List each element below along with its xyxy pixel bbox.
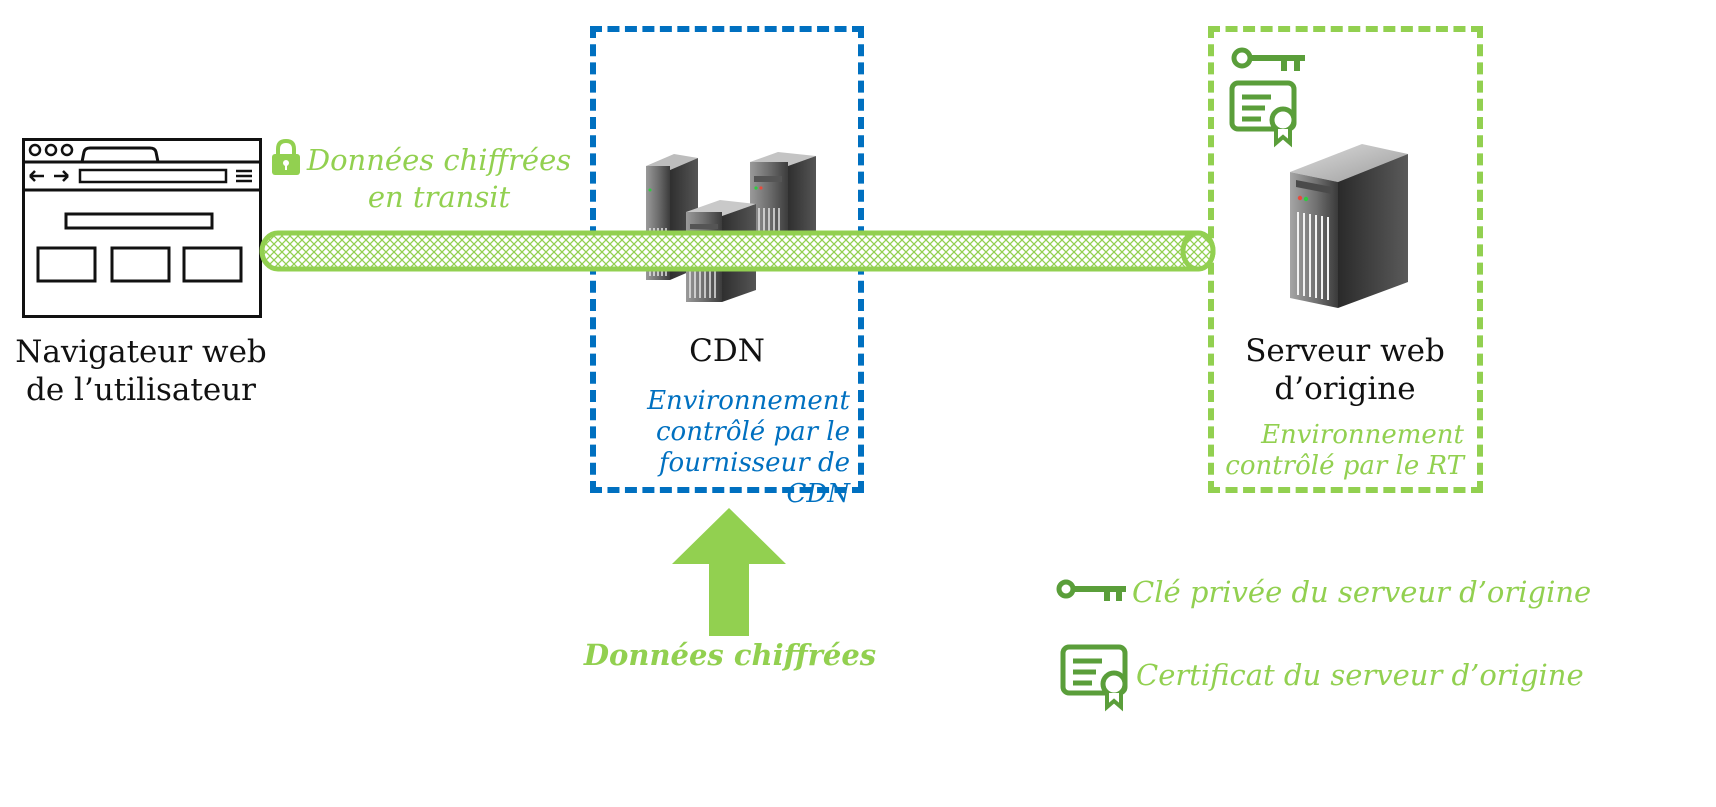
encrypted-tunnel	[259, 230, 1216, 272]
legend-certificate-label: Certificat du serveur d’origine	[1136, 658, 1584, 692]
legend-key-label: Clé privée du serveur d’origine	[1132, 575, 1592, 609]
legend-certificate-icon	[1060, 644, 1128, 712]
padlock-icon	[272, 138, 300, 175]
key-icon	[1231, 47, 1305, 71]
legend-key-icon	[1056, 579, 1126, 601]
encrypted-data-label: Données chiffrées	[583, 638, 877, 672]
browser-window-icon	[22, 138, 262, 318]
origin-environment-label: Environnement contrôlé par le RT	[1225, 420, 1464, 481]
server-tower-icon	[1290, 144, 1408, 308]
origin-label: Serveur web d’origine	[1245, 333, 1445, 407]
cdn-label: CDN	[689, 333, 765, 369]
browser-label: Navigateur web de l’utilisateur	[15, 334, 267, 408]
certificate-icon	[1229, 80, 1297, 148]
server-cluster-icon	[646, 152, 816, 302]
transit-label: Données chiffrées en transit	[306, 143, 572, 214]
cdn-environment-label: Environnement contrôlé par le fournisseu…	[647, 386, 850, 509]
up-arrow-icon	[672, 508, 786, 636]
